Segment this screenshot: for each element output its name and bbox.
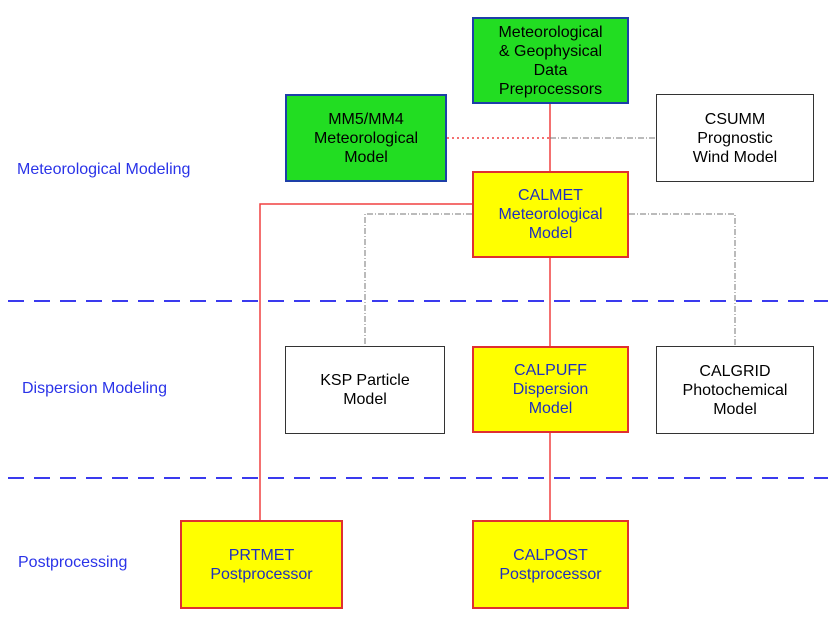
geophysical-preprocessors-box: Meteorological & Geophysical Data Prepro…	[472, 17, 629, 104]
section-dispersion-modeling: Dispersion Modeling	[22, 380, 167, 397]
mm5-mm4-model-box: MM5/MM4 Meteorological Model	[285, 94, 447, 182]
section-meteorological-modeling: Meteorological Modeling	[17, 161, 191, 178]
ksp-particle-model-box: KSP Particle Model	[285, 346, 445, 434]
calpuff-model-box: CALPUFF Dispersion Model	[472, 346, 629, 433]
csumm-model-box: CSUMM Prognostic Wind Model	[656, 94, 814, 182]
prtmet-postprocessor-box: PRTMET Postprocessor	[180, 520, 343, 609]
line-calmet-to-ksp	[364, 213, 472, 346]
calgrid-model-box: CALGRID Photochemical Model	[656, 346, 814, 434]
calmet-model-box: CALMET Meteorological Model	[472, 171, 629, 258]
line-calmet-to-prtmet	[259, 203, 472, 520]
calpost-postprocessor-box: CALPOST Postprocessor	[472, 520, 629, 609]
section-postprocessing: Postprocessing	[18, 554, 128, 571]
line-calmet-to-calgrid	[629, 213, 736, 346]
